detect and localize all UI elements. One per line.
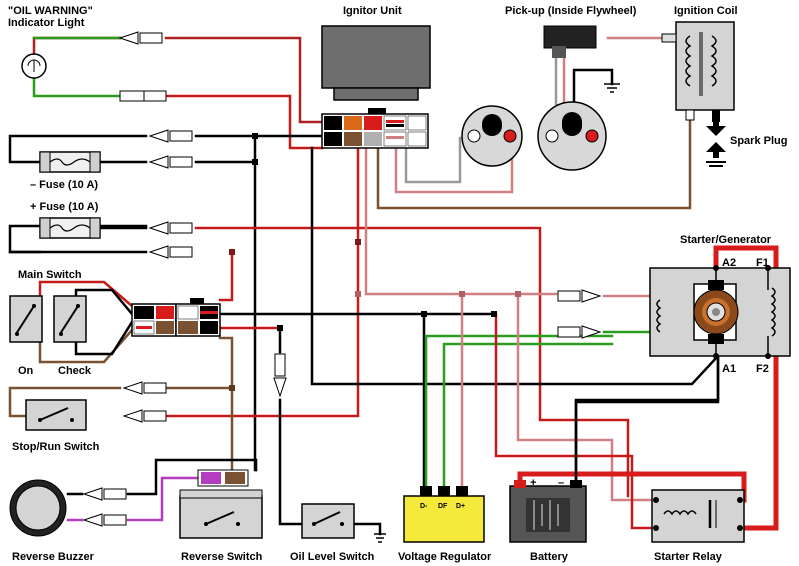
wire-oil-top-to-ignitor (164, 36, 324, 124)
fuse-minus-label: – Fuse (10 A) (30, 179, 98, 191)
connector-162 (149, 155, 193, 169)
starter-f1-label: F1 (756, 257, 769, 269)
oil-level-switch-label: Oil Level Switch (290, 551, 375, 563)
wire-oil-level-ground (352, 522, 382, 536)
wire-main-switch-red (38, 280, 134, 308)
main-switch-check: Check (58, 365, 92, 377)
oil-warning-title: "OIL WARNING" (8, 5, 93, 17)
connector-pink-296 (557, 289, 601, 303)
connector-oil-level-vert (273, 353, 287, 397)
starter-f2-label: F2 (756, 363, 769, 375)
wire-vr-green (424, 334, 614, 488)
vr-dminus-label: D- (420, 503, 428, 510)
wire-pickup-ground (572, 68, 614, 110)
connector-136 (149, 129, 193, 143)
wire-vr-green2 (442, 342, 614, 488)
wire-red-relay-528 (494, 312, 654, 530)
wire-oil-light-top (32, 36, 122, 65)
fuse-plus-label: + Fuse (10 A) (30, 201, 99, 213)
wire-red-ignitor-down (164, 146, 360, 418)
connector-252 (149, 245, 193, 259)
voltage-regulator-label: Voltage Regulator (398, 551, 492, 563)
reverse-switch (179, 469, 263, 539)
connector-416 (123, 409, 167, 423)
wire-black-to-a1 (310, 146, 720, 386)
wire-buzzer-mag-right (126, 476, 202, 522)
starter-a2-label: A2 (722, 257, 736, 269)
wire-oil-light-green-bottom (32, 76, 122, 98)
vr-dplus-label: D+ (456, 503, 465, 510)
ignitor-unit-label: Ignitor Unit (343, 5, 402, 17)
wire-pink-relay (516, 292, 654, 502)
main-switch-label: Main Switch (18, 269, 82, 281)
oil-warning-light (21, 53, 47, 79)
reverse-switch-label: Reverse Switch (181, 551, 263, 563)
pickup-sensor-right (537, 101, 607, 171)
spark-plug-icon (706, 122, 726, 167)
wire-switch-conn-red (218, 250, 234, 302)
pickup-sensor-left (461, 105, 523, 167)
wire-main-switch-black2 (74, 320, 134, 356)
wire-oil-level-left (278, 398, 304, 526)
vr-df-label: DF (438, 503, 448, 510)
connector-buzzer-494 (83, 487, 127, 501)
wire-ignitor-gray-1 (404, 136, 462, 184)
fuse-plus (39, 217, 101, 239)
wire-pink-ignitor-296 (364, 146, 558, 296)
battery-plus-label: + (530, 477, 536, 489)
starter-relay-label: Starter Relay (654, 551, 723, 563)
main-switch (9, 295, 87, 343)
wire-fuse-minus-loop (8, 134, 148, 164)
ignitor-unit (321, 25, 431, 149)
wire-heavy-red-f2 (713, 245, 779, 531)
main-switch-connector (131, 298, 221, 337)
battery-label: Battery (530, 551, 569, 563)
ignition-coil (661, 21, 735, 122)
connector-228 (149, 221, 193, 235)
oil-warning-subtitle: Indicator Light (8, 17, 85, 29)
voltage-regulator (403, 486, 485, 543)
wire-heavy-black-battery-thick (574, 356, 720, 488)
wire-stop-run-brown-top (8, 386, 122, 418)
wire-ignitor-pink-1 (394, 136, 514, 194)
stop-run-switch (25, 399, 87, 431)
wire-red-228 (194, 226, 630, 498)
wire-main-switch-black (74, 288, 134, 316)
battery-minus-label: – (558, 477, 564, 489)
starter-generator-label: Starter/Generator (680, 234, 772, 246)
wire-ignitor-brown-coil (376, 116, 692, 210)
pickup-label: Pick-up (Inside Flywheel) (505, 5, 637, 17)
oil-level-switch (301, 503, 386, 543)
connectors (83, 31, 601, 527)
stop-run-switch-label: Stop/Run Switch (12, 441, 100, 453)
reverse-buzzer (9, 479, 67, 537)
starter-relay (651, 489, 745, 543)
wire-switch-conn-brown (218, 336, 234, 472)
connector-buzzer-520 (83, 513, 127, 527)
wire-oil-bottom-to-ignitor (164, 94, 324, 150)
spark-plug-label: Spark Plug (730, 135, 787, 147)
fuse-minus (39, 151, 101, 173)
wire-buzzer-black-right (126, 458, 258, 496)
junction-dots (229, 133, 521, 391)
main-switch-on: On (18, 365, 34, 377)
connector-oil-bottom (119, 90, 167, 102)
starter-generator (649, 265, 791, 359)
wires (8, 36, 779, 536)
starter-a1-label: A1 (722, 363, 736, 375)
connector-388 (123, 381, 167, 395)
reverse-buzzer-label: Reverse Buzzer (12, 551, 95, 563)
battery (509, 480, 587, 543)
ignition-coil-label: Ignition Coil (674, 5, 738, 17)
pickup-coil (543, 25, 620, 93)
connector-oil-top (119, 31, 163, 45)
wire-brown-252 (196, 148, 338, 252)
